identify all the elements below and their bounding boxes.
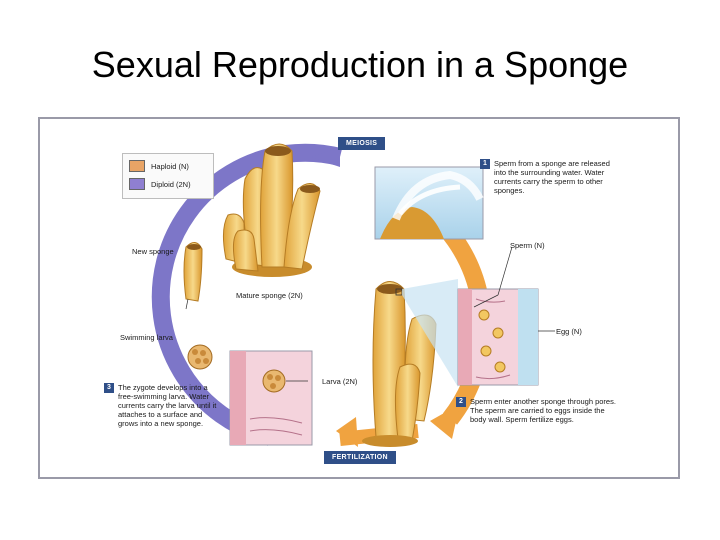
larva-section-illustration bbox=[229, 350, 313, 446]
legend-item-diploid: Diploid (2N) bbox=[129, 178, 191, 190]
diploid-swatch bbox=[129, 178, 145, 190]
meiosis-stage-label: MEIOSIS bbox=[338, 137, 386, 150]
step-2-number: 2 bbox=[456, 397, 466, 407]
sperm-release-illustration bbox=[374, 166, 484, 240]
legend-label-haploid: Haploid (N) bbox=[151, 161, 189, 171]
slide-title: Sexual Reproduction in a Sponge bbox=[91, 44, 629, 85]
step-2-text: Sperm enter another sponge through pores… bbox=[470, 397, 616, 424]
step-3: 3 The zygote develops into a free-swimmi… bbox=[104, 383, 222, 428]
legend-label-diploid: Diploid (2N) bbox=[151, 179, 191, 189]
step-2: 2 Sperm enter another sponge through por… bbox=[456, 397, 616, 424]
step-1-text: Sperm from a sponge are released into th… bbox=[494, 159, 610, 195]
egg-label: Egg (N) bbox=[556, 327, 582, 336]
diagram-artwork bbox=[151, 143, 555, 447]
sponge-reproduction-diagram: Haploid (N) Diploid (2N) MEIOSIS FERTILI… bbox=[38, 117, 680, 479]
sperm-label: Sperm (N) bbox=[510, 241, 545, 250]
fertilization-stage-label: FERTILIZATION bbox=[324, 451, 396, 464]
legend: Haploid (N) Diploid (2N) bbox=[122, 153, 214, 199]
haploid-swatch bbox=[129, 160, 145, 172]
swimming-larva-illustration bbox=[187, 344, 213, 370]
legend-item-haploid: Haploid (N) bbox=[129, 160, 189, 172]
larva-label: Larva (2N) bbox=[322, 377, 358, 386]
step-3-number: 3 bbox=[104, 383, 114, 393]
leader-lines bbox=[185, 246, 555, 382]
new-sponge-illustration bbox=[183, 242, 203, 302]
step-3-text: The zygote develops into a free-swimming… bbox=[118, 383, 217, 428]
sponge-body-wall-illustration bbox=[457, 288, 539, 386]
sponge-cluster-illustration bbox=[362, 279, 458, 447]
mature-sponge-label: Mature sponge (2N) bbox=[236, 291, 303, 300]
step-1: 1 Sperm from a sponge are released into … bbox=[480, 159, 612, 195]
mature-sponge-illustration bbox=[222, 143, 321, 277]
swimming-larva-label: Swimming larva bbox=[120, 333, 173, 342]
new-sponge-label: New sponge bbox=[132, 247, 174, 256]
step-1-number: 1 bbox=[480, 159, 490, 169]
